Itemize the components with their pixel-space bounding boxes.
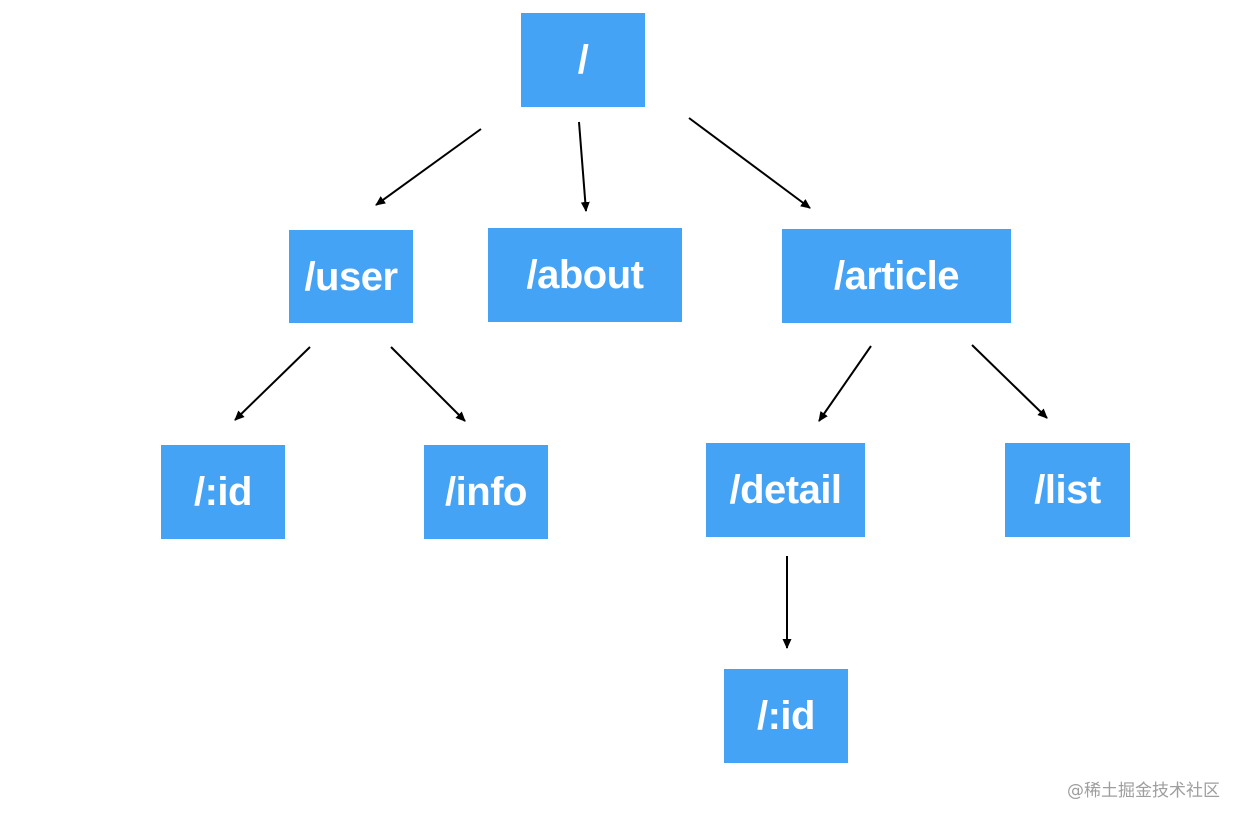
edge-user-to-info	[390, 346, 466, 422]
node-user-id: /:id	[161, 445, 285, 539]
edge-user-to-id	[234, 346, 311, 421]
watermark-text: @稀土掘金技术社区	[1067, 781, 1220, 801]
edge-root-to-article	[688, 117, 811, 209]
edge-article-to-detail	[818, 345, 872, 422]
edge-root-to-user	[375, 128, 482, 206]
node-article: /article	[782, 229, 1011, 323]
node-detail-id: /:id	[724, 669, 848, 763]
node-user-info: /info	[424, 445, 548, 539]
node-article-detail: /detail	[706, 443, 865, 537]
node-article-list: /list	[1005, 443, 1130, 537]
edge-article-to-list	[971, 344, 1048, 419]
node-about: /about	[488, 228, 682, 322]
node-user: /user	[289, 230, 413, 323]
node-root: /	[521, 13, 645, 107]
edge-root-to-about	[578, 121, 590, 212]
